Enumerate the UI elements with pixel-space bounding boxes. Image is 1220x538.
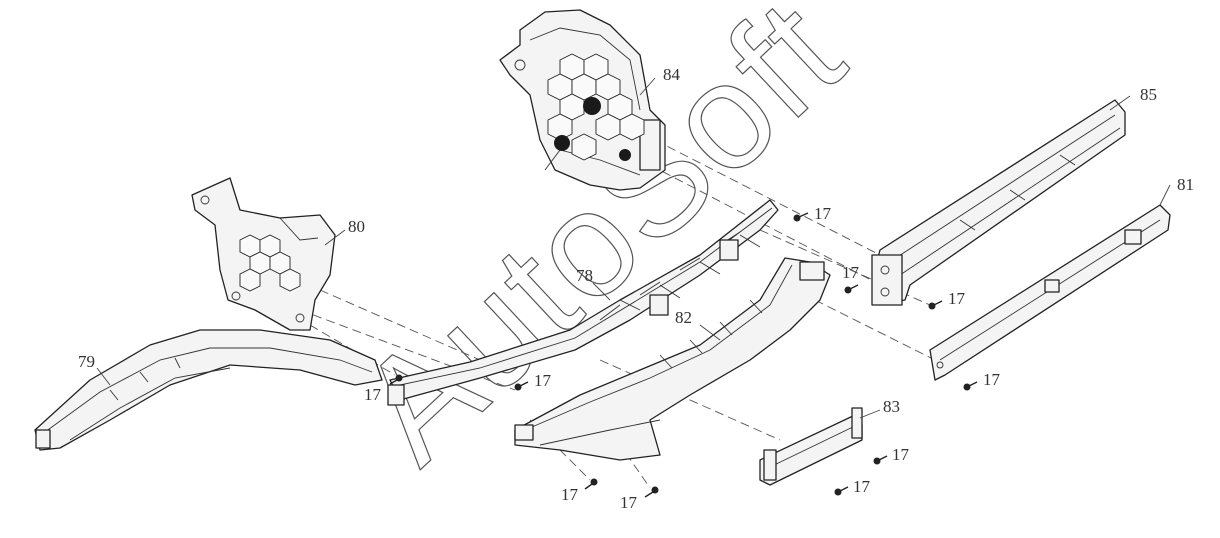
- bolt-8: [834, 486, 849, 496]
- label-79: 79: [78, 352, 95, 371]
- part-82-lower-middle-beam: [514, 257, 831, 461]
- label-bolt-9: 17: [561, 485, 579, 504]
- leader-lines: [96, 77, 1171, 419]
- label-83: 83: [883, 397, 900, 416]
- part-84-upper-bracket: [499, 9, 666, 191]
- bolt-labels: 17 17 17 17 17 17 17 17 17 17: [364, 204, 1001, 512]
- label-bolt-7: 17: [892, 445, 910, 464]
- bolt-6: [514, 381, 529, 391]
- label-bolt-4: 17: [983, 370, 1001, 389]
- label-bolt-3: 17: [948, 289, 966, 308]
- bolts: [389, 212, 978, 498]
- label-81: 81: [1177, 175, 1194, 194]
- bolt-10: [644, 486, 659, 498]
- bolt-5: [389, 374, 403, 385]
- label-bolt-2: 17: [842, 263, 860, 282]
- part-78-central-beam: [387, 199, 779, 406]
- label-bolt-6: 17: [534, 371, 552, 390]
- part-labels: 84 85 81 80 78 82 83 79: [78, 65, 1194, 416]
- label-78: 78: [576, 266, 593, 285]
- bolt-7: [873, 455, 888, 465]
- label-80: 80: [348, 217, 365, 236]
- label-82: 82: [675, 308, 692, 327]
- label-85: 85: [1140, 85, 1157, 104]
- label-bolt-10: 17: [620, 493, 638, 512]
- part-83-small-bracket: [759, 407, 863, 486]
- label-bolt-1: 17: [814, 204, 832, 223]
- bolt-1: [793, 212, 809, 222]
- label-84: 84: [663, 65, 681, 84]
- part-79-left-lower-beam: [34, 329, 383, 451]
- bolt-9: [584, 478, 598, 490]
- label-bolt-8: 17: [853, 477, 871, 496]
- bolt-2: [844, 284, 859, 294]
- part-85-right-upper-bracket: [871, 99, 1126, 306]
- bolt-3: [928, 300, 943, 310]
- label-bolt-5: 17: [364, 385, 382, 404]
- bolt-4: [963, 381, 978, 391]
- part-80-left-bracket: [191, 177, 336, 331]
